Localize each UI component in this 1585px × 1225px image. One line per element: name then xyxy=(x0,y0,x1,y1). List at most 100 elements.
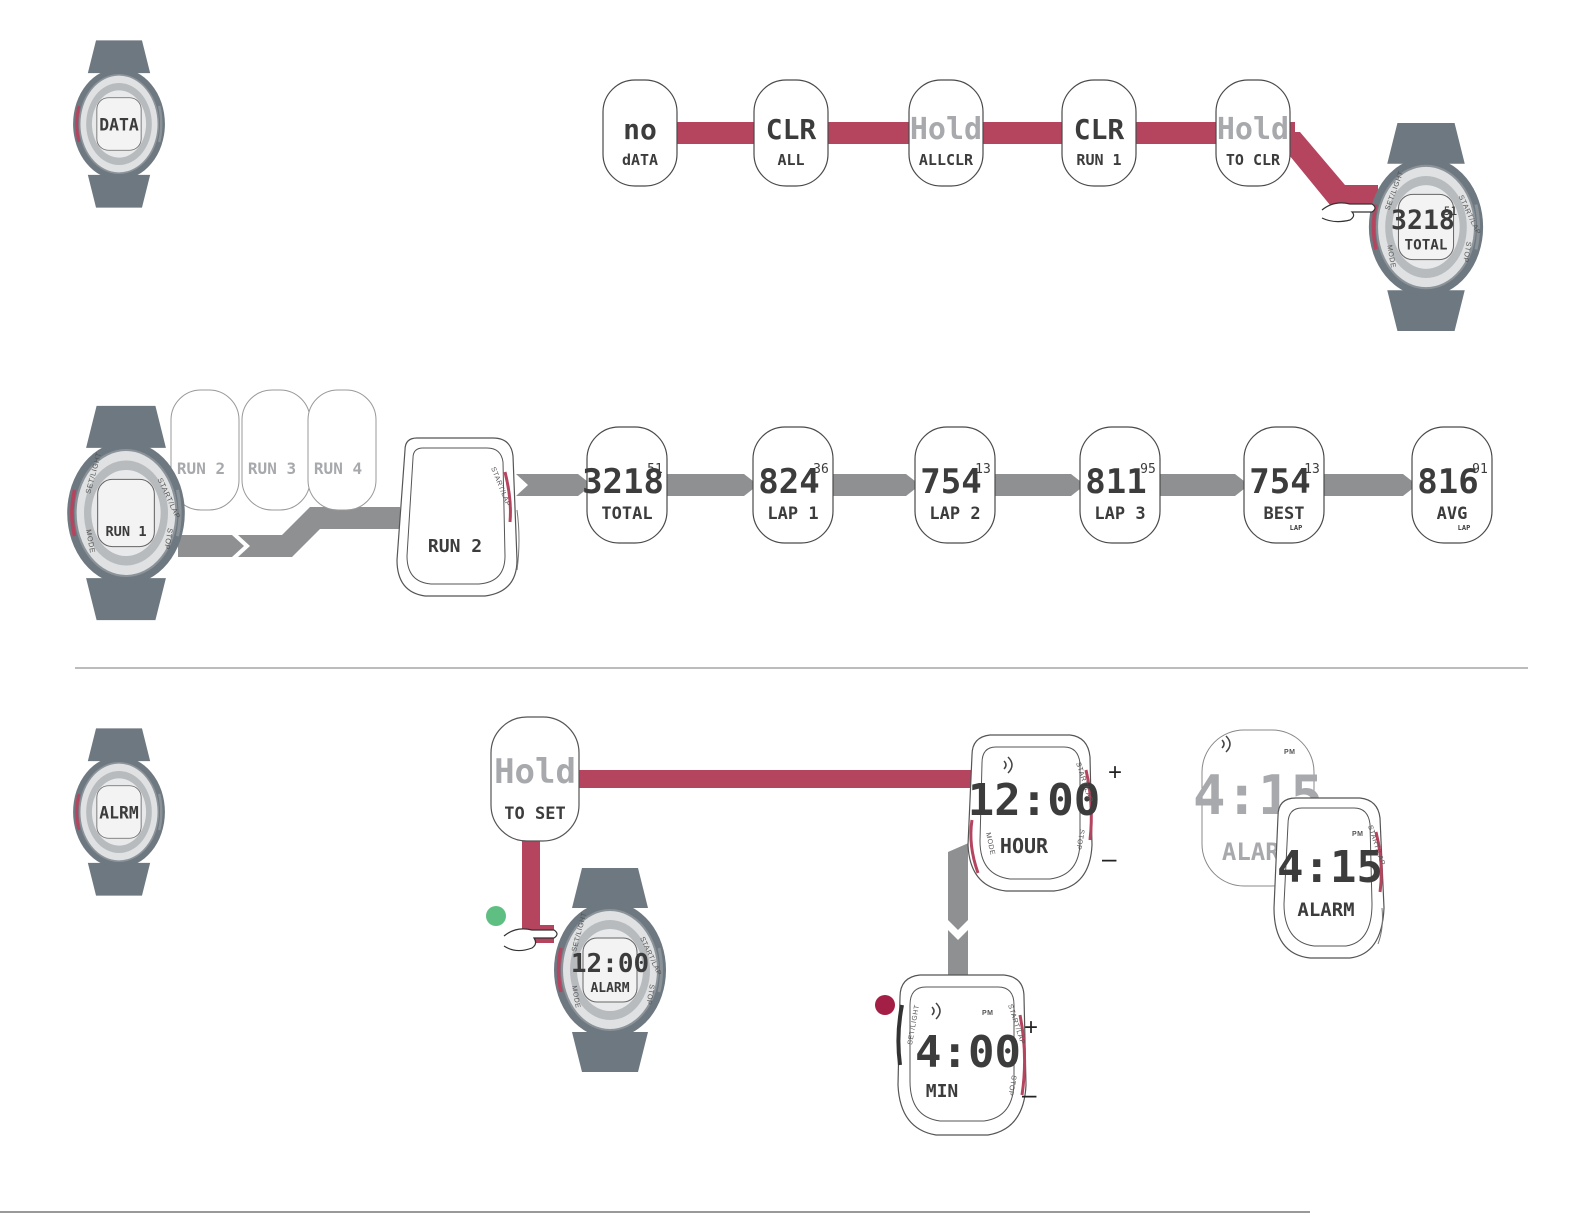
alarm-watch-btn-mode: MODE xyxy=(570,985,581,1009)
min-face-pm: PM xyxy=(982,1010,994,1017)
display-bubble xyxy=(170,389,240,511)
run2-face-label: RUN 2 xyxy=(428,536,482,557)
data-mode-icon-watch: DATA xyxy=(71,38,167,210)
alarm-watch-btn-stop: STOP xyxy=(644,984,655,1006)
alarm-result-front-label: ALARM xyxy=(1297,899,1354,921)
hour-plus-sign: + xyxy=(1108,759,1122,786)
display-bubble xyxy=(1061,79,1137,187)
hand-press-icon xyxy=(1321,202,1376,223)
alarm-mode-label: ALRM xyxy=(99,804,139,823)
review-step-main: 754 xyxy=(920,462,981,502)
review-step-main: 811 xyxy=(1085,462,1146,502)
clear-result-btn-stop: STOP xyxy=(1461,241,1473,263)
clear-result-sup: 51 xyxy=(1444,205,1458,218)
hand-press-icon-alarm xyxy=(503,928,558,952)
clear-step-top: no xyxy=(623,113,657,146)
review-arrow-6 xyxy=(1319,474,1417,496)
display-bubble xyxy=(1079,426,1161,544)
display-bubble xyxy=(307,389,377,511)
clear-step-5: Hold TO CLR xyxy=(1215,79,1291,187)
run-stack: RUN 2 RUN 3 RUN 4 xyxy=(170,389,377,511)
display-bubble xyxy=(908,79,984,187)
review-step-sup: 36 xyxy=(813,462,829,477)
review-step-label: LAP 3 xyxy=(1094,504,1145,524)
clear-step-1: no dATA xyxy=(602,79,678,187)
review-step-label: AVG xyxy=(1437,504,1468,524)
clear-step-top: Hold xyxy=(1217,112,1289,147)
review-step-main: 3218 xyxy=(582,462,664,502)
data-mode-label: DATA xyxy=(99,116,139,135)
run2-face: RUN 2 START/LAP xyxy=(396,437,520,597)
hour-face-time: 12:00 xyxy=(968,775,1100,826)
display-bubble xyxy=(752,426,834,544)
review-step-main: 754 xyxy=(1249,462,1310,502)
clear-step-bottom: ALL xyxy=(777,151,804,169)
run-stack-item-2: RUN 2 xyxy=(170,389,240,511)
clear-step-top: Hold xyxy=(910,112,982,147)
hour-face-btn-mode: MODE xyxy=(984,832,996,856)
review-watch-label: RUN 1 xyxy=(105,524,146,540)
display-bubble xyxy=(1411,426,1493,544)
review-step-label: TOTAL xyxy=(601,504,652,524)
run-stack-item-3: RUN 3 xyxy=(241,389,311,511)
review-step-sup: 51 xyxy=(647,462,663,477)
hold-to-set-bottom: TO SET xyxy=(504,804,565,824)
hour-face-btn-stop: STOP xyxy=(1074,829,1085,851)
clear-result-watch: 3218 51 TOTAL SET/LIGHT MODE START/LAP S… xyxy=(1367,121,1485,333)
alarm-result-front: PM 4:15 ALARM START/LAP xyxy=(1273,797,1386,959)
review-step-sub: LAP xyxy=(1458,524,1471,532)
min-plus-sign: + xyxy=(1024,1014,1038,1041)
clear-step-top: CLR xyxy=(766,113,817,146)
hold-to-set-bubble: Hold TO SET xyxy=(490,716,580,842)
run-stack-item-4: RUN 4 xyxy=(307,389,377,511)
alarm-watch-time: 12:00 xyxy=(571,949,649,979)
red-dot-indicator xyxy=(875,995,895,1015)
review-arrow-1 xyxy=(516,474,592,496)
green-dot-indicator xyxy=(486,906,506,926)
display-bubble xyxy=(914,426,996,544)
hour-minus-sign: – xyxy=(1102,843,1117,873)
review-step-sup: 95 xyxy=(1140,462,1156,477)
review-btn-stop: STOP xyxy=(162,527,175,550)
min-minus-sign: – xyxy=(1022,1079,1037,1109)
clear-step-2: CLR ALL xyxy=(753,79,829,187)
display-bubble xyxy=(602,79,678,187)
clear-step-bottom: TO CLR xyxy=(1226,151,1281,169)
min-face: PM 4:00 MIN SET/LIGHT START/LAP STOP xyxy=(896,974,1027,1136)
display-bubble xyxy=(241,389,311,511)
min-face-label: MIN xyxy=(926,1081,959,1102)
alarm-result-front-pm: PM xyxy=(1352,831,1364,838)
clear-result-main: 3218 xyxy=(1391,205,1455,236)
review-watch: RUN 1 SET/LIGHT MODE START/LAP STOP xyxy=(65,404,187,622)
clear-result-btn-mode: MODE xyxy=(1385,244,1397,268)
review-step-label: LAP 1 xyxy=(767,504,818,524)
hour-face-label: HOUR xyxy=(1000,834,1049,858)
review-arrow-4 xyxy=(990,474,1085,496)
run-stack-label: RUN 3 xyxy=(248,459,296,478)
alarm-grey-track xyxy=(948,838,992,980)
review-step-main: 816 xyxy=(1417,462,1478,502)
review-arrow-3 xyxy=(828,474,920,496)
clear-step-bottom: RUN 1 xyxy=(1076,151,1121,169)
min-face-time: 4:00 xyxy=(915,1027,1021,1078)
review-step-sup: 13 xyxy=(1304,462,1320,477)
review-step-label: BEST xyxy=(1264,504,1305,524)
alarm-result-back-pm: PM xyxy=(1284,749,1296,756)
alarm-result-front-time: 4:15 xyxy=(1277,842,1383,893)
review-step-sub: LAP xyxy=(1290,524,1303,532)
clear-step-bottom: dATA xyxy=(622,151,658,169)
hold-to-set-top: Hold xyxy=(494,752,576,792)
clear-step-bottom: ALLCLR xyxy=(919,151,974,169)
min-face-btn-stop: STOP xyxy=(1006,1075,1017,1097)
review-path-track xyxy=(178,507,400,557)
review-arrow-5 xyxy=(1155,474,1249,496)
